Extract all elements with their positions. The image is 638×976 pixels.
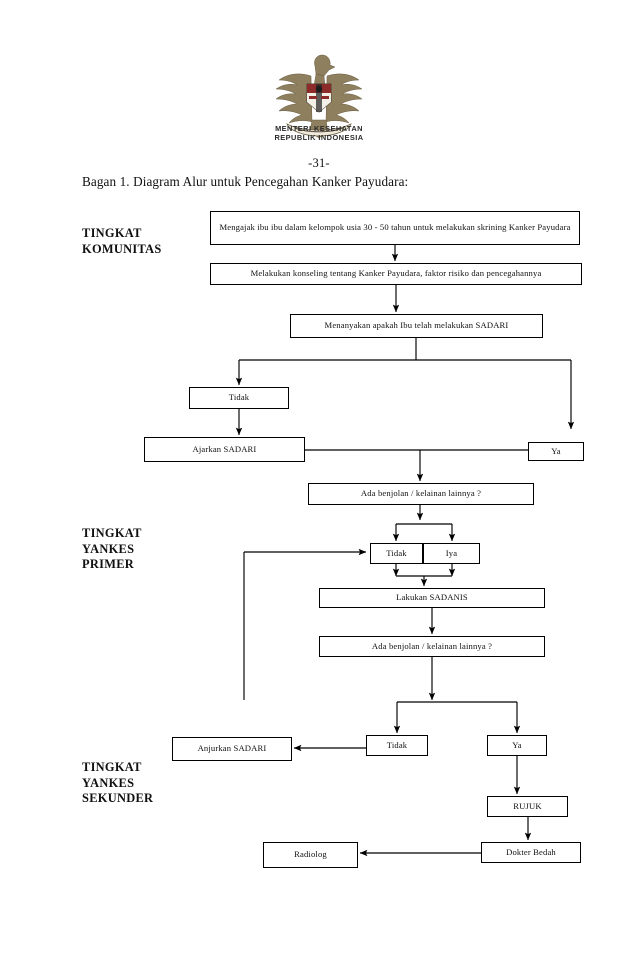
emblem-caption-line2: REPUBLIK INDONESIA <box>274 133 364 143</box>
flow-node-ya-benjolan-2: Ya <box>487 735 547 756</box>
tier-label-line2: KOMUNITAS <box>82 241 162 256</box>
flow-node-rujuk: RUJUK <box>487 796 568 817</box>
tier-label-line2: YANKES <box>82 541 135 556</box>
flow-node-ada-benjolan-1: Ada benjolan / kelainan lainnya ? <box>308 483 534 505</box>
flow-node-tidak-benjolan-2: Tidak <box>366 735 428 756</box>
flow-node-tidak-benjolan-1: Tidak <box>370 543 423 564</box>
emblem-caption: MENTERI KESEHATAN REPUBLIK INDONESIA <box>249 124 389 142</box>
emblem-caption-line1: MENTERI KESEHATAN <box>275 124 363 133</box>
page-title: Bagan 1. Diagram Alur untuk Pencegahan K… <box>82 174 409 189</box>
tier-label-line3: PRIMER <box>82 557 135 572</box>
flow-node-ada-benjolan-2: Ada benjolan / kelainan lainnya ? <box>319 636 545 657</box>
flow-node-dokter-bedah: Dokter Bedah <box>481 842 581 863</box>
tier-label-line1: TINGKAT <box>82 760 142 774</box>
tier-label-komunitas: TINGKAT KOMUNITAS <box>82 226 162 257</box>
flow-node-menanyakan-sadari: Menanyakan apakah Ibu telah melakukan SA… <box>290 314 543 338</box>
tier-label-line3: SEKUNDER <box>82 791 154 806</box>
flow-node-ajarkan-sadari: Ajarkan SADARI <box>144 437 305 462</box>
flow-node-lakukan-sadanis: Lakukan SADANIS <box>319 588 545 608</box>
flow-node-anjurkan-sadari: Anjurkan SADARI <box>172 737 292 761</box>
flow-node-tidak-sadari: Tidak <box>189 387 289 409</box>
tier-label-line1: TINGKAT <box>82 226 142 240</box>
garuda-pancasila-emblem <box>269 46 369 146</box>
flow-node-iya-benjolan-1: Iya <box>423 543 480 564</box>
tier-label-line2: YANKES <box>82 775 135 790</box>
page-number: -31- <box>308 156 330 170</box>
flow-node-mengajak-ibu: Mengajak ibu ibu dalam kelompok usia 30 … <box>210 211 580 245</box>
tier-label-line1: TINGKAT <box>82 526 142 540</box>
flow-node-melakukan-konseling: Melakukan konseling tentang Kanker Payud… <box>210 263 582 285</box>
tier-label-yankes-sekunder: TINGKAT YANKES SEKUNDER <box>82 760 153 807</box>
flow-node-ya-sadari: Ya <box>528 442 584 461</box>
tier-label-yankes-primer: TINGKAT YANKES PRIMER <box>82 526 142 573</box>
flow-node-radiolog: Radiolog <box>263 842 358 868</box>
